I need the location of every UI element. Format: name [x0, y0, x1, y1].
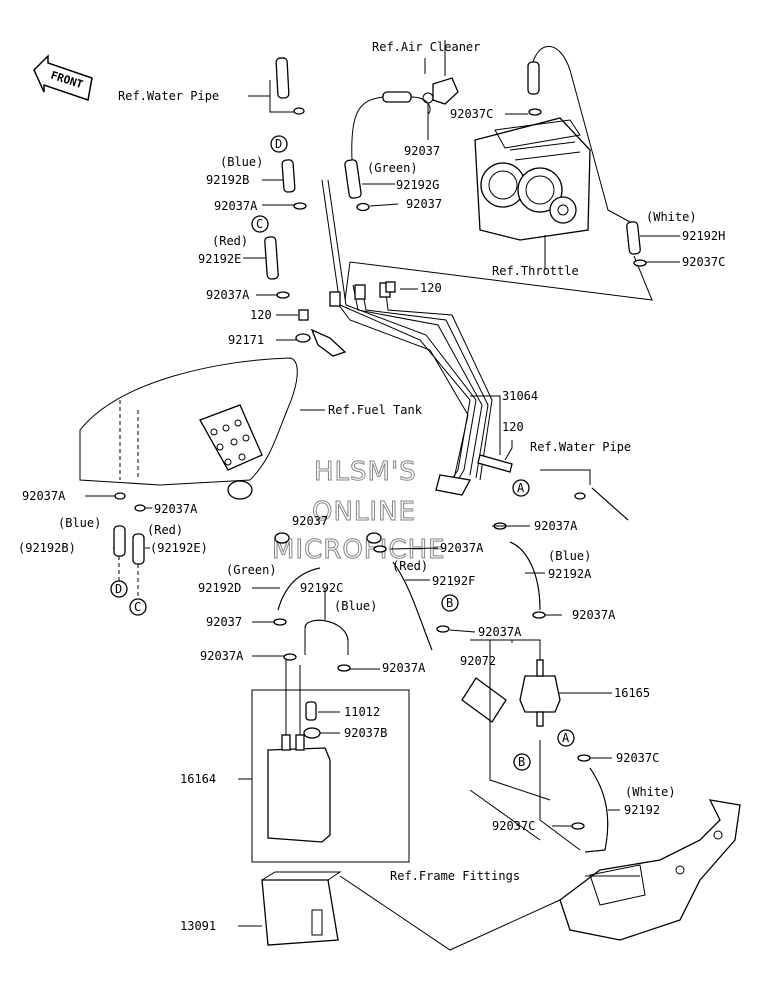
label-92192b: 92192B: [206, 173, 249, 187]
label-92037-a: 92037: [404, 144, 440, 158]
svg-text:B: B: [518, 755, 525, 769]
label-31064: 31064: [502, 389, 538, 403]
bracket-13091: [261, 871, 342, 946]
label-120-b: 120: [250, 308, 272, 322]
label-92192d: 92192D: [198, 581, 241, 595]
fuel-tank-illustration: [79, 357, 298, 500]
label-92171: 92171: [228, 333, 264, 347]
label-white-top: (White): [646, 210, 697, 224]
label-92192e-paren: (92192E): [150, 541, 208, 555]
label-ref-water-pipe-mid: Ref.Water Pipe: [530, 440, 631, 454]
watermark-line-1: HLSM'S: [314, 457, 417, 487]
callout-d-bottom: [110, 580, 128, 598]
label-92037a-2: 92037A: [206, 288, 250, 302]
label-blue-left: (Blue): [58, 516, 101, 530]
label-92037a-5: 92037A: [534, 519, 578, 533]
label-92192c: 92192C: [300, 581, 343, 595]
label-92192b-paren: (92192B): [18, 541, 76, 555]
label-11012: 11012: [344, 705, 380, 719]
label-ref-frame-fittings: Ref.Frame Fittings: [390, 869, 520, 883]
air-cleaner-fitting: [422, 77, 459, 105]
label-92037a-3: 92037A: [22, 489, 66, 503]
middle-hoses: [274, 487, 629, 853]
label-13091: 13091: [180, 919, 216, 933]
label-92037c-top: 92037C: [450, 107, 493, 121]
label-92037a-6: 92037A: [440, 541, 484, 555]
label-120-c: 120: [502, 420, 524, 434]
callout-a-bottom: [557, 729, 575, 747]
label-92192e: 92192E: [198, 252, 241, 266]
callout-a-mid: [512, 479, 530, 497]
bolt-icons: [298, 281, 513, 473]
label-white-bottom: (White): [625, 785, 676, 799]
svg-text:A: A: [517, 481, 525, 495]
label-92037c-b2: 92037C: [492, 819, 535, 833]
label-92037-b: 92037: [406, 197, 442, 211]
callout-d-top: [270, 135, 288, 153]
label-ref-throttle: Ref.Throttle: [492, 264, 579, 278]
label-92037a-8: 92037A: [382, 661, 426, 675]
canister-16164: [251, 660, 410, 863]
label-green-mid: (Green): [226, 563, 277, 577]
label-red-left: (Red): [147, 523, 183, 537]
lower-left-hoses: [113, 525, 145, 600]
label-92192h: 92192H: [682, 229, 725, 243]
watermark-line-2: ONLINE: [312, 497, 416, 527]
bracket-92171: [295, 328, 347, 357]
label-red-mid: (Red): [392, 559, 428, 573]
label-ref-fuel-tank: Ref.Fuel Tank: [328, 403, 423, 417]
label-92037a-10: 92037A: [572, 608, 616, 622]
frame-fittings-illustration: [559, 799, 741, 941]
label-92037c-right: 92037C: [682, 255, 725, 269]
svg-text:D: D: [275, 137, 282, 151]
svg-text:D: D: [115, 582, 122, 596]
label-92192f: 92192F: [432, 574, 475, 588]
label-92037-d: 92037: [206, 615, 242, 629]
fuel-filter-16165: [461, 659, 561, 727]
callout-b-mid: [441, 594, 459, 612]
top-hoses: [264, 45, 653, 301]
label-92192a: 92192A: [548, 567, 592, 581]
label-92037c-b1: 92037C: [616, 751, 659, 765]
label-92037a-7: 92037A: [200, 649, 244, 663]
throttle-body-illustration: [474, 117, 591, 241]
front-arrow-icon: FRONT: [33, 54, 93, 101]
label-blue-mid: (Blue): [548, 549, 591, 563]
clamp-icons: [114, 107, 647, 830]
svg-text:B: B: [446, 596, 453, 610]
label-92037a-1: 92037A: [214, 199, 258, 213]
label-92037a-9: 92037A: [478, 625, 522, 639]
callout-c-top: [251, 215, 269, 233]
label-16165: 16165: [614, 686, 650, 700]
callout-b-bottom: [513, 753, 531, 771]
label-ref-air-cleaner: Ref.Air Cleaner: [372, 40, 480, 54]
leader-lines: [85, 40, 680, 951]
label-blue-mid2: (Blue): [334, 599, 377, 613]
label-92072: 92072: [460, 654, 496, 668]
label-green-top: (Green): [367, 161, 418, 175]
label-red-top: (Red): [212, 234, 248, 248]
label-120-a: 120: [420, 281, 442, 295]
label-16164: 16164: [180, 772, 216, 786]
watermark-line-3: MICROFICHE: [272, 535, 446, 565]
callout-circles: D C A D C B B A: [110, 135, 575, 771]
part-labels: Ref.Water Pipe Ref.Air Cleaner 92037C 92…: [18, 40, 725, 933]
svg-text:C: C: [256, 217, 263, 231]
watermark: HLSM'S ONLINE MICROFICHE: [272, 457, 446, 566]
label-blue-top: (Blue): [220, 155, 263, 169]
label-92192: 92192: [624, 803, 660, 817]
svg-text:C: C: [134, 600, 141, 614]
label-92037a-4: 92037A: [154, 502, 198, 516]
pipe-assembly-31064: [321, 179, 493, 496]
label-92037b: 92037B: [344, 726, 387, 740]
callout-c-bottom: [129, 598, 147, 616]
label-92037-c: 92037: [292, 514, 328, 528]
label-ref-water-pipe-top: Ref.Water Pipe: [118, 89, 219, 103]
label-92192g: 92192G: [396, 178, 439, 192]
svg-text:A: A: [562, 731, 570, 745]
